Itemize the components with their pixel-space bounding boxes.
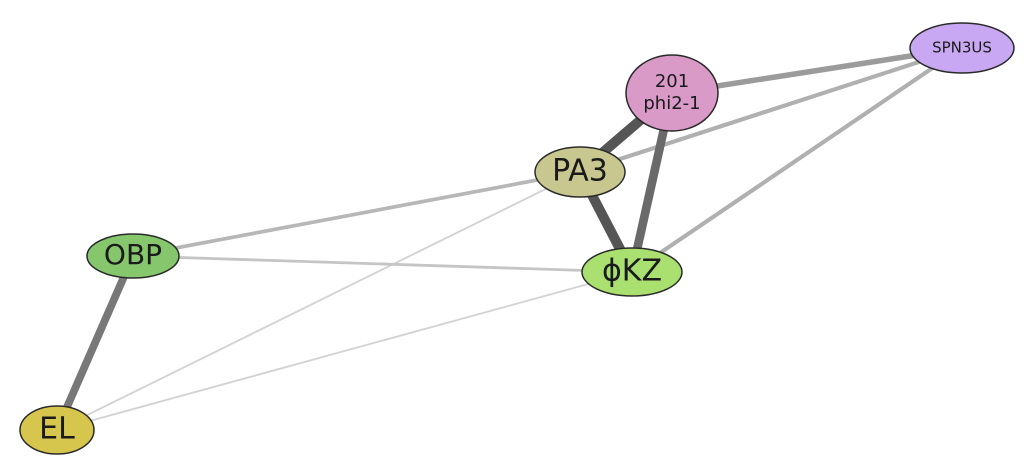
node-label-EL: EL	[39, 412, 75, 447]
edge-EL-PA3	[56, 171, 581, 431]
node-label-PA3: PA3	[552, 154, 608, 189]
node-label-phiKZ: ϕKZ	[602, 254, 662, 289]
edge-OBP-phiKZ	[132, 254, 633, 274]
node-shape-phiKZ	[581, 247, 683, 297]
node-label-phi201-line-2: phi2-1	[643, 93, 700, 114]
node-shape-SPN3US	[909, 22, 1015, 74]
node-label-SPN3US: SPN3US	[932, 39, 992, 57]
edge-OBP-PA3	[132, 170, 581, 258]
edge-EL-phiKZ	[56, 271, 633, 431]
node-PA3[interactable]: PA3	[534, 146, 626, 198]
node-shape-OBP	[86, 233, 180, 279]
node-label-phi201-line-1: 201	[655, 71, 689, 92]
node-label-OBP: OBP	[104, 238, 162, 271]
node-phiKZ[interactable]: ϕKZ	[581, 247, 683, 297]
node-shape-EL	[19, 405, 95, 455]
node-shape-PA3	[534, 146, 626, 198]
edge-OBP-EL	[53, 254, 137, 432]
node-shape-phi201	[625, 54, 719, 132]
edge-phiKZ-SPN3US	[630, 46, 964, 274]
edge-PA3-SPN3US	[579, 46, 963, 174]
edges-layer	[53, 45, 964, 432]
node-EL[interactable]: EL	[19, 405, 95, 455]
node-SPN3US[interactable]: SPN3US	[909, 22, 1015, 74]
node-OBP[interactable]: OBP	[86, 233, 180, 279]
